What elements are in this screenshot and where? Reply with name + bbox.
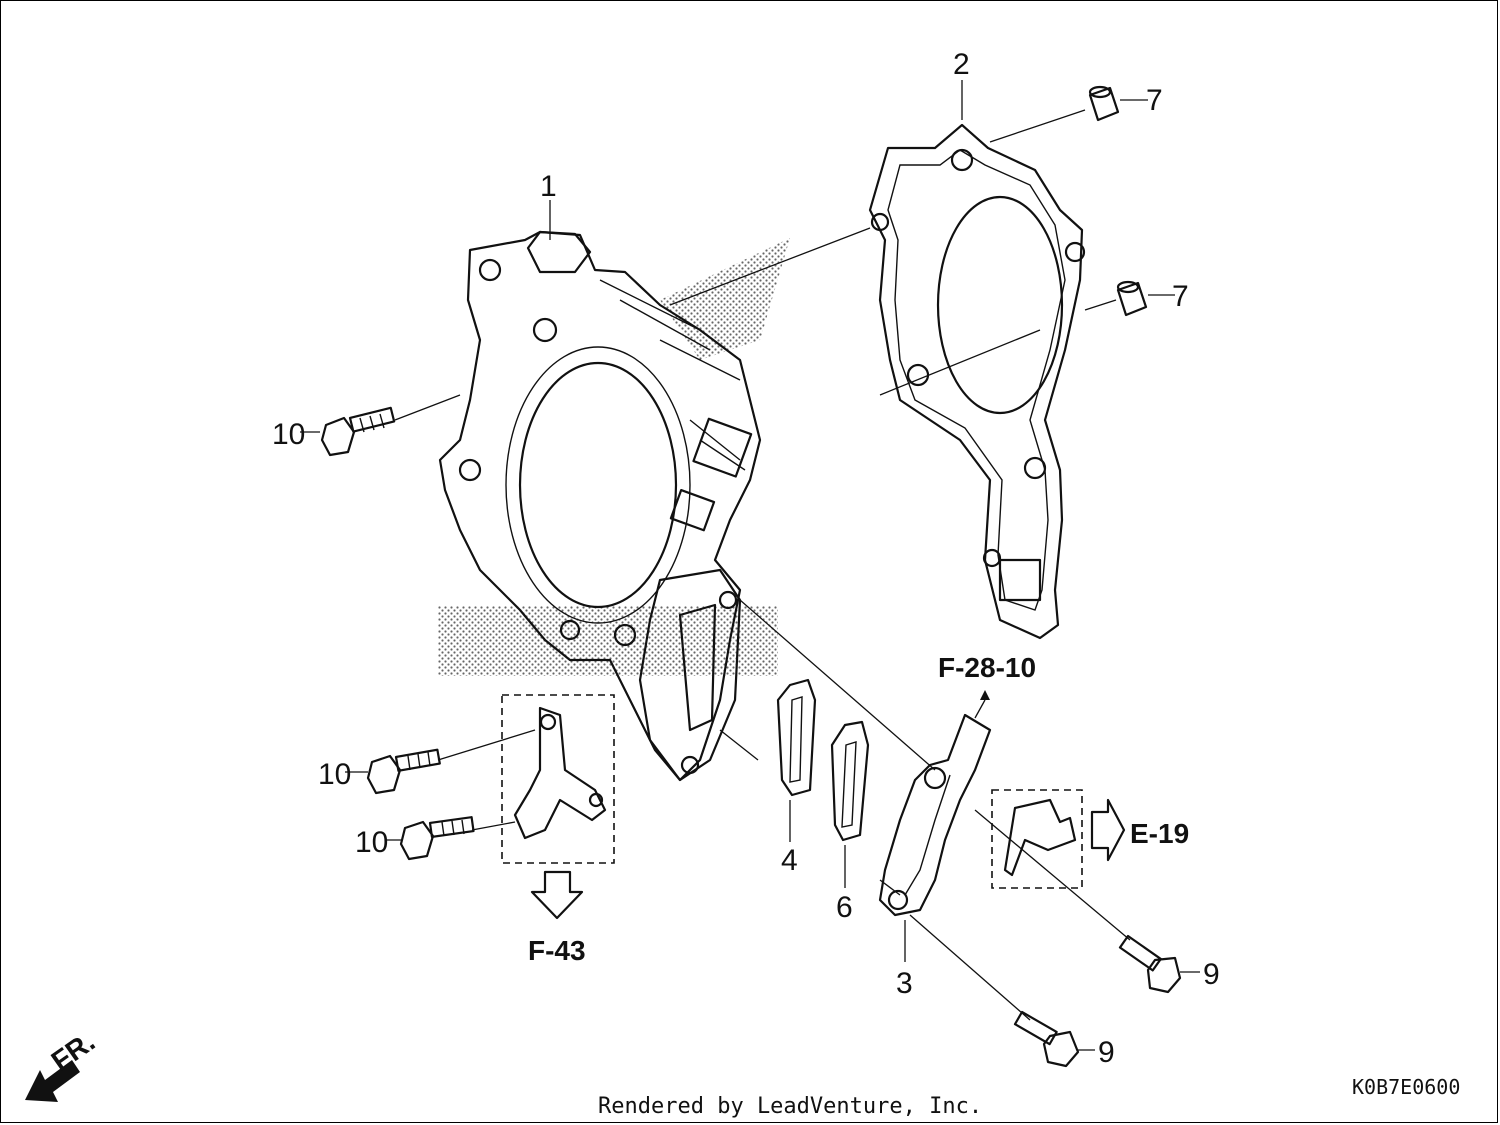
cover-bolt-right[interactable]	[1118, 934, 1182, 994]
diagram-code: K0B7E0600	[1352, 1075, 1460, 1099]
front-direction-label: FR.	[46, 1026, 101, 1077]
callout-9-right: 9	[1203, 958, 1220, 991]
flange-bolt-upper[interactable]	[320, 406, 396, 457]
cover-bolt-bottom[interactable]	[1013, 1010, 1080, 1068]
dowel-pin-upper[interactable]	[1088, 85, 1120, 122]
water-joint-cover-part[interactable]	[878, 713, 992, 917]
reference-arrow-icon	[530, 870, 584, 920]
callout-3: 3	[896, 967, 913, 1000]
callout-9-bottom: 9	[1098, 1036, 1115, 1069]
f43-reference-bracket	[501, 694, 615, 864]
flange-bolt-middle[interactable]	[366, 748, 441, 795]
water-gasket-part[interactable]	[830, 720, 870, 842]
callout-7-lower: 7	[1172, 280, 1189, 313]
flange-bolt-lower[interactable]	[399, 816, 475, 861]
callout-6: 6	[836, 891, 853, 924]
ref-f-28-10[interactable]: F-28-10	[938, 652, 1036, 683]
cylinder-gasket-part[interactable]	[868, 123, 1086, 640]
dowel-pin-lower[interactable]	[1116, 280, 1148, 317]
callout-2: 2	[953, 48, 970, 81]
e19-reference-clip	[991, 789, 1083, 889]
ref-f-43[interactable]: F-43	[528, 935, 586, 966]
credit-line: Rendered by LeadVenture, Inc.	[598, 1094, 982, 1119]
seal-ring-part[interactable]	[776, 678, 817, 797]
ref-e-19[interactable]: E-19	[1130, 818, 1189, 849]
callout-10-middle: 10	[318, 758, 351, 791]
reference-arrow-icon	[1090, 798, 1126, 862]
leader-lines	[300, 80, 1200, 1051]
front-direction-arrow-icon	[25, 1060, 80, 1102]
callout-7-upper: 7	[1146, 84, 1163, 117]
callout-4: 4	[781, 844, 798, 877]
callout-1: 1	[540, 170, 557, 203]
callout-10-upper: 10	[272, 418, 305, 451]
cylinder-part[interactable]	[438, 230, 790, 782]
callout-10-lower: 10	[355, 826, 388, 859]
